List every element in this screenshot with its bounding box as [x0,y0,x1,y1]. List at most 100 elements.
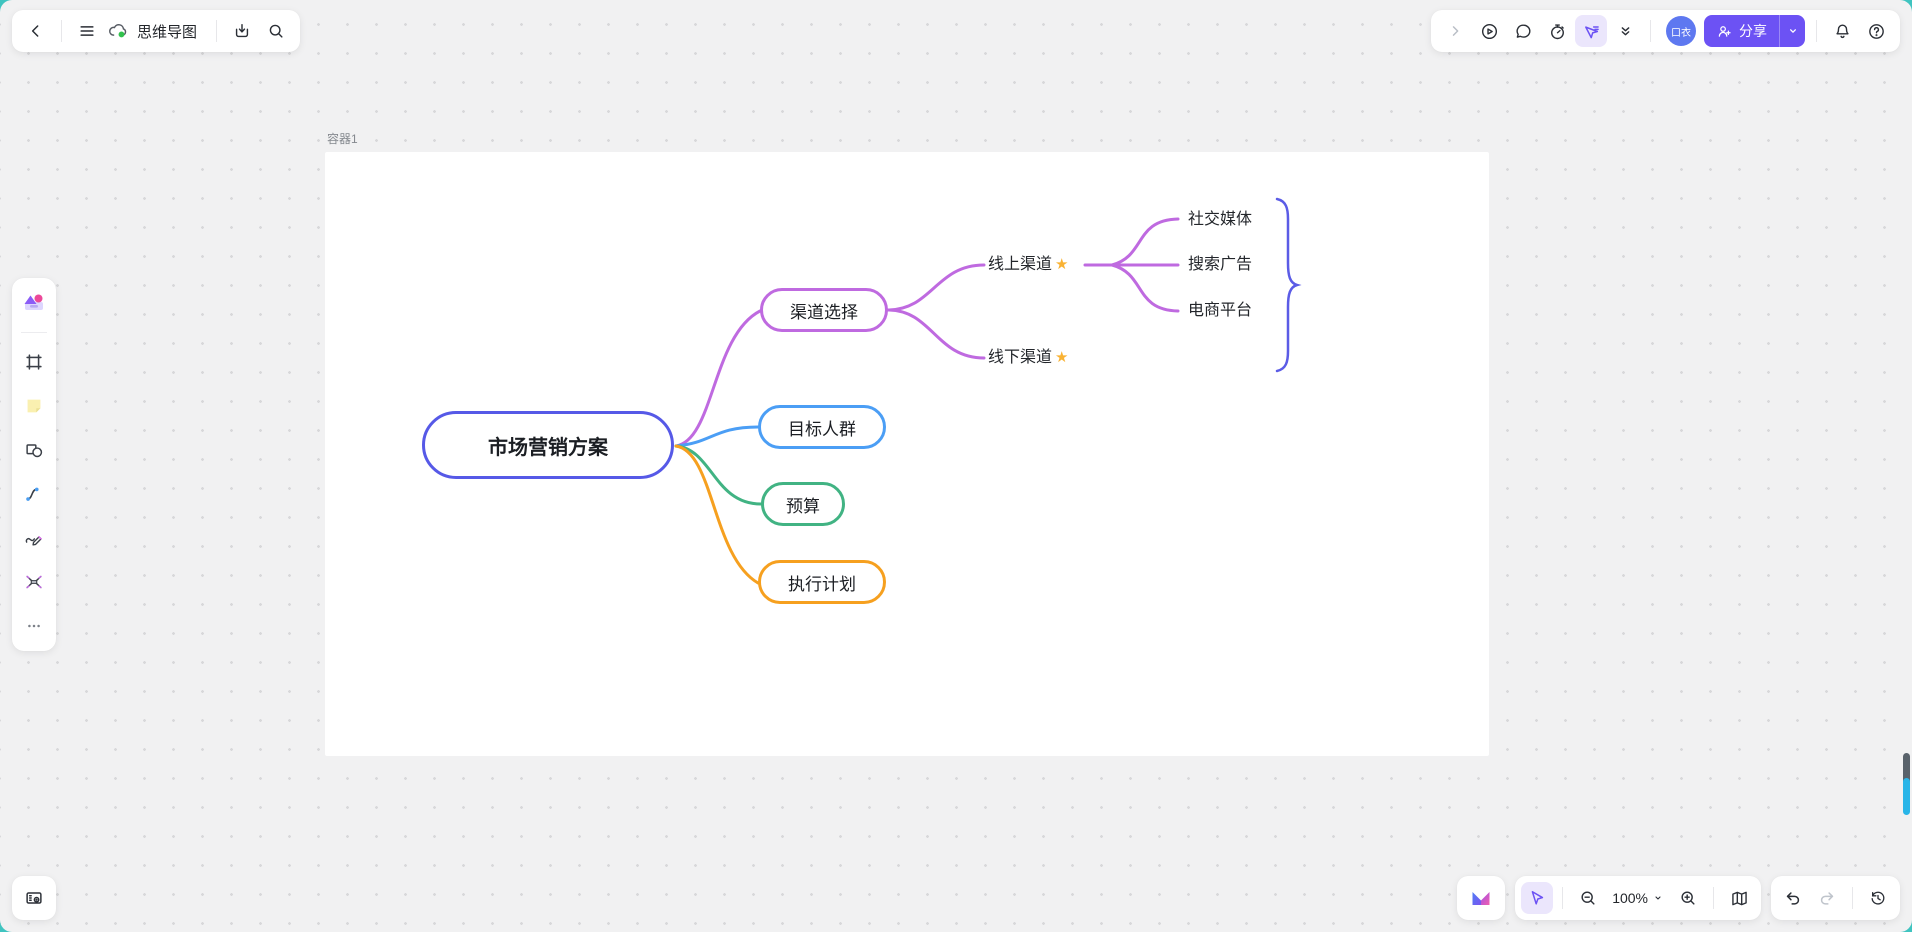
laser-pointer-button[interactable] [1575,15,1607,47]
sticky-note-icon [27,399,41,413]
share-button[interactable]: 分享 [1704,15,1779,47]
more-tools-button[interactable] [19,611,49,641]
mindmap-node-ecommerce[interactable]: 电商平台 [1188,300,1252,321]
node-label: 预算 [786,496,820,516]
share-split-button: 分享 [1704,15,1805,47]
node-label: 目标人群 [788,419,856,439]
redo-button[interactable] [1811,882,1843,914]
undo-icon [1786,892,1800,905]
undo-button[interactable] [1777,882,1809,914]
zoom-level-value: 100% [1612,890,1648,906]
history-clock-icon [1871,891,1885,905]
collapse-toolbar-button[interactable] [1439,15,1471,47]
hamburger-icon [80,26,94,36]
presentation-settings-button[interactable] [12,876,56,920]
node-label: 线上渠道 [988,256,1053,273]
app-logo-button[interactable] [1457,876,1506,920]
mindmap-node-audience[interactable]: 目标人群 [758,405,886,449]
pen-tool-button[interactable] [19,523,49,553]
node-label: 渠道选择 [790,302,858,322]
divider [216,20,218,42]
share-options-button[interactable] [1779,15,1805,47]
node-label: 搜索广告 [1188,256,1253,273]
chat-bubble-icon [1516,24,1530,38]
mindmap-node-plan[interactable]: 执行计划 [758,560,886,604]
back-button[interactable] [20,15,52,47]
download-button[interactable] [226,15,258,47]
user-avatar[interactable]: 口衣 [1666,16,1696,46]
share-label: 分享 [1739,23,1767,39]
chevron-down-icon [1655,896,1661,900]
mindmap-tool-button[interactable] [19,567,49,597]
container-label[interactable]: 容器1 [327,132,358,146]
divider [1650,20,1651,42]
view-controls: 100% [1515,876,1761,920]
history-controls [1771,876,1900,920]
cloud-synced-icon [109,24,127,38]
mindmap-node-online-channel[interactable]: 线上渠道 ★ [988,254,1068,275]
panel-settings-icon [26,892,42,904]
select-tool-button[interactable] [1521,882,1554,914]
collaborator-scroll-indicator[interactable] [1903,778,1910,815]
document-title[interactable]: 思维导图 [137,23,198,41]
connector-tool-button[interactable] [19,479,49,509]
mindmap-node-offline-channel[interactable]: 线下渠道 ★ [988,347,1068,368]
mindmap-node-budget[interactable]: 预算 [761,482,845,526]
divider [1713,887,1714,909]
stopwatch-icon [1550,23,1564,39]
person-add-icon [1718,25,1731,37]
mindmap-node-search-ads[interactable]: 搜索广告 [1188,254,1252,275]
minimap-button[interactable] [1723,882,1755,914]
chevron-down-icon [1789,29,1796,33]
download-icon [235,24,249,38]
bell-icon [1835,24,1849,38]
history-button[interactable] [1862,882,1894,914]
play-circle-icon [1481,23,1497,39]
root-label: 市场营销方案 [488,436,608,459]
ellipsis-icon [28,624,40,628]
sticky-note-tool-button[interactable] [19,391,49,421]
node-label: 电商平台 [1188,302,1253,319]
divider [1562,887,1564,909]
shapes-tool-button[interactable] [19,435,49,465]
mindmap-icon [26,575,42,589]
top-left-toolbar: 思维导图 [12,10,301,52]
mindmap-node-social-media[interactable]: 社交媒体 [1188,209,1252,230]
divider [1852,887,1853,909]
connector-icon [26,487,39,501]
comments-button[interactable] [1507,15,1539,47]
left-toolbar [12,278,56,651]
redo-icon [1820,892,1834,905]
timer-button[interactable] [1541,15,1573,47]
templates-button[interactable] [19,288,49,318]
main-menu-button[interactable] [71,15,103,47]
chevron-left-icon [31,25,39,37]
notifications-button[interactable] [1826,15,1858,47]
zoom-out-button[interactable] [1572,882,1604,914]
star-icon: ★ [1055,349,1069,366]
avatar-initials: 口衣 [1671,27,1691,39]
zoom-in-button[interactable] [1672,882,1704,914]
search-icon [269,24,283,38]
chevron-right-icon [1452,26,1459,36]
mindmap-node-channels[interactable]: 渠道选择 [760,288,888,332]
bottom-right-controls: 100% [1457,876,1900,920]
present-button[interactable] [1473,15,1505,47]
frame-tool-button[interactable] [19,347,49,377]
vertical-scrollbar[interactable] [1903,753,1910,793]
node-label: 执行计划 [788,574,856,594]
zoom-out-icon [1581,891,1595,905]
divider [21,332,47,333]
star-icon: ★ [1055,256,1069,273]
templates-icon [24,294,43,310]
search-button[interactable] [260,15,292,47]
mindmap-root-node[interactable]: 市场营销方案 [422,411,674,479]
zoom-level-dropdown[interactable]: 100% [1606,890,1670,906]
laser-pointer-icon [1584,25,1599,38]
node-label: 线下渠道 [988,349,1053,366]
help-button[interactable] [1860,15,1892,47]
double-chevron-down-icon [1621,26,1629,35]
more-tools-button[interactable] [1609,15,1641,47]
